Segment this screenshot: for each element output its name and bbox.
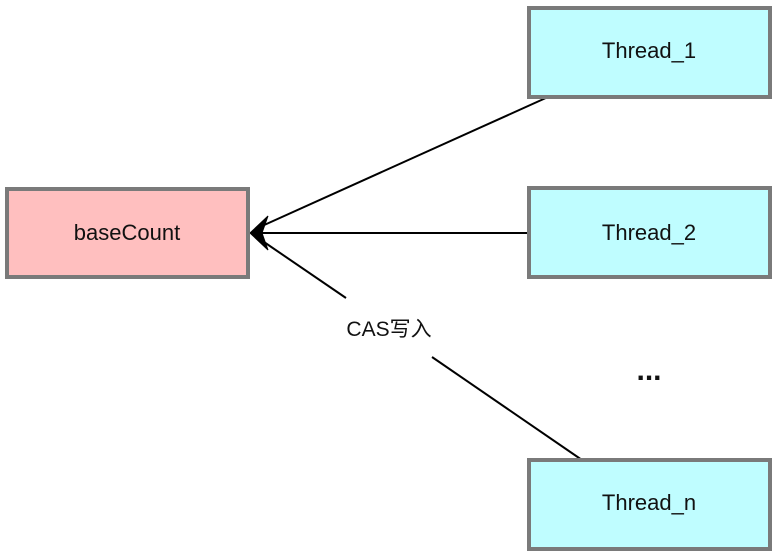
basecount-box [5, 187, 250, 279]
arrow-thread-1-to-basecount [261, 96, 549, 227]
thread-n-node: Thread_n [527, 458, 772, 551]
thread-1-node: Thread_1 [527, 6, 772, 99]
thread-n-label: Thread_n [602, 490, 696, 515]
arrow-thread-n-segment-lower [431, 356, 583, 461]
thread-1-label: Thread_1 [602, 38, 696, 63]
thread-2-box [527, 186, 772, 279]
cas-write-label: CAS写入 [346, 318, 431, 341]
thread-2-label: Thread_2 [602, 220, 696, 245]
arrow-thread-n-segment-upper [263, 241, 347, 299]
thread-n-box [527, 458, 772, 551]
basecount-node: baseCount [5, 187, 250, 279]
arrowhead [249, 215, 269, 251]
thread-2-node: Thread_2 [527, 186, 772, 279]
thread-1-box [527, 6, 772, 99]
connectors [261, 96, 583, 461]
basecount-label: baseCount [74, 220, 180, 245]
ellipsis-label: ... [636, 354, 661, 387]
